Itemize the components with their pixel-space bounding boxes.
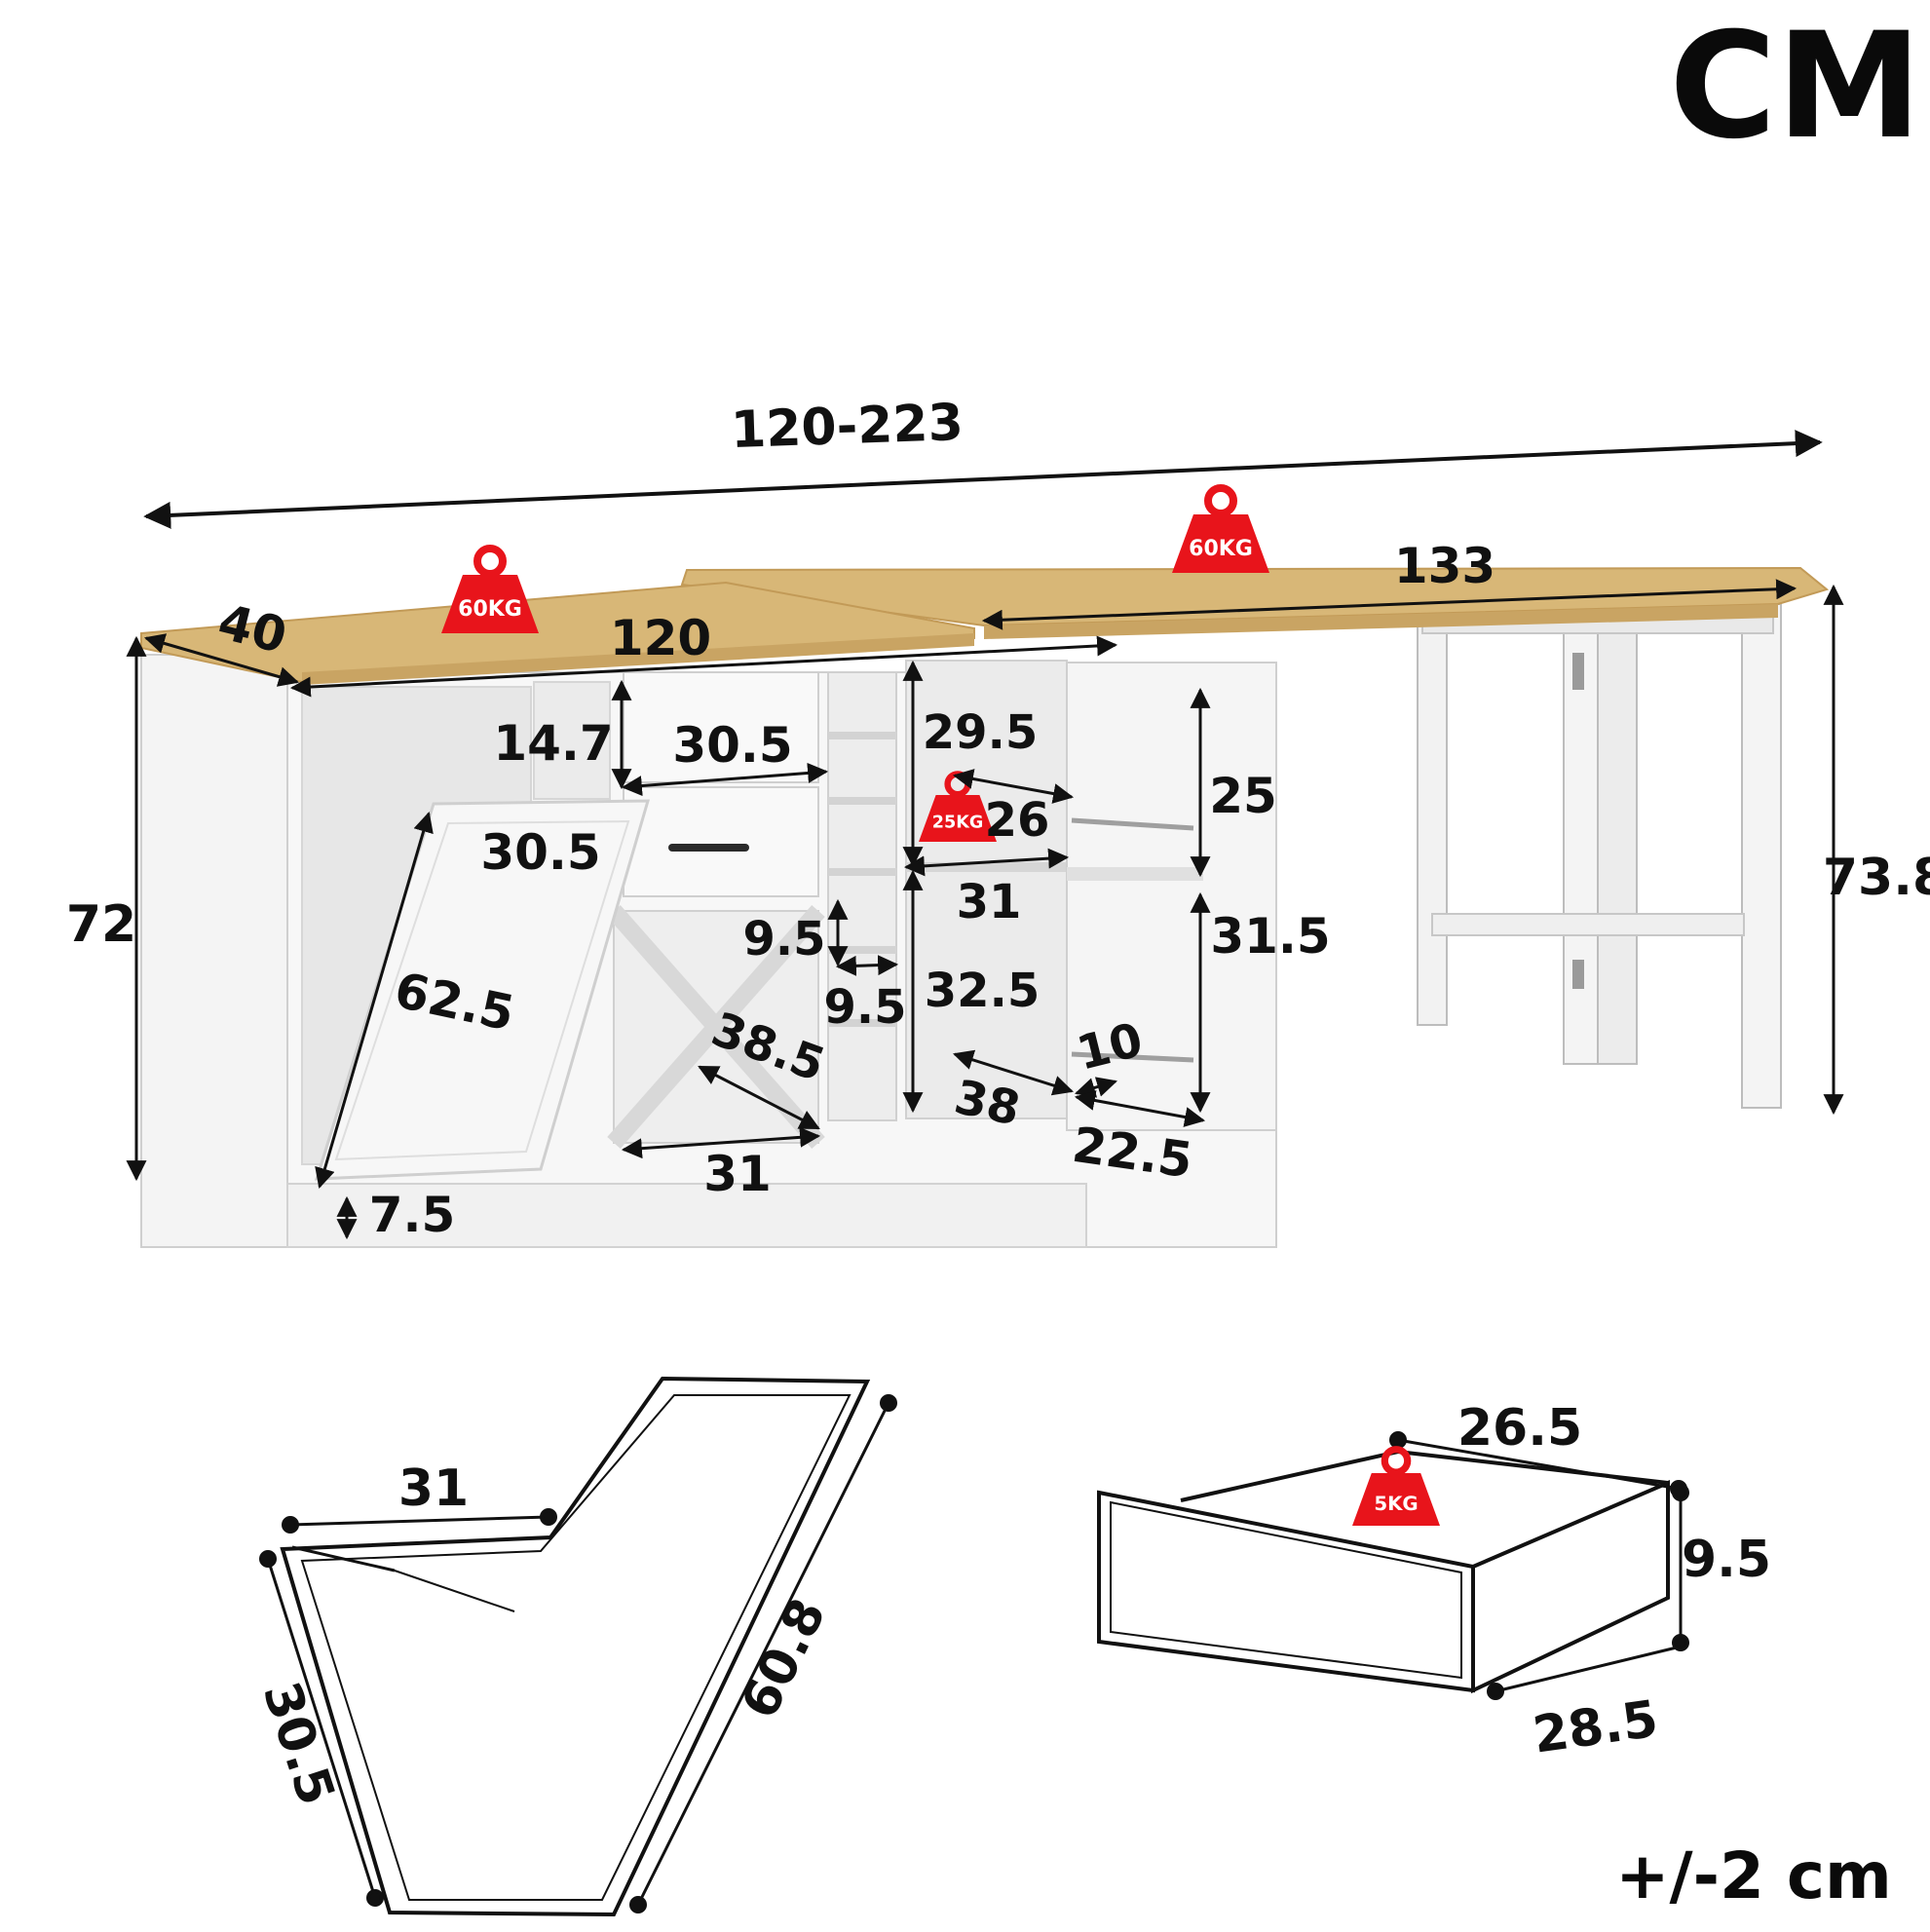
- label-top-cubby: 14.7: [493, 715, 613, 772]
- tolerance-note: +/-2 cm: [1615, 1838, 1892, 1913]
- label-drawer-width: 30.5: [672, 717, 792, 774]
- dim-dot: [1487, 1683, 1504, 1700]
- bin-brace: [394, 1570, 515, 1612]
- bin-rod: [291, 1545, 396, 1572]
- label-bin-side: 30.5: [251, 1675, 346, 1812]
- cabinet-side-left: [140, 654, 288, 1248]
- dim-dot: [1389, 1431, 1407, 1449]
- label-bottom-depth: 38: [950, 1070, 1025, 1137]
- dim-line-drawer-width: [621, 762, 829, 797]
- desk-front-leg-right: [1741, 603, 1782, 1109]
- weight-label: 5KG: [1374, 1493, 1418, 1515]
- drawer-detail: [1097, 1431, 1689, 1700]
- drawer-front-inner: [1110, 1500, 1462, 1680]
- overall-length-label: 120-223: [730, 394, 965, 460]
- rack-column: [827, 671, 897, 1121]
- label-cabinet-length: 120: [610, 610, 711, 666]
- dim-line-shelf-width: [903, 848, 1070, 877]
- unit-title: CM: [1669, 2, 1921, 171]
- label-rack-height: 9.5: [742, 912, 825, 966]
- dim-line-shelf-depth: [952, 769, 1075, 804]
- top-cubby: [533, 681, 611, 800]
- dim-line-drawer-length: [1397, 1438, 1680, 1491]
- label-upper-shelf: 29.5: [923, 705, 1038, 760]
- label-plinth: 7.5: [369, 1187, 456, 1243]
- dim-dot: [282, 1516, 299, 1534]
- label-drawer-box-depth: 28.5: [1530, 1690, 1661, 1765]
- weight-badge-cabinet-top: 60KG: [441, 549, 539, 633]
- bin-inner-outline: [300, 1394, 851, 1901]
- wine-rack-cross-b: [607, 905, 825, 1149]
- dim-line-flip-door-height: [315, 811, 434, 1190]
- dim-line-door-width: [1074, 1090, 1206, 1127]
- dim-line-cabinet-length: [289, 635, 1118, 698]
- dim-line-drawer-depth: [1495, 1645, 1682, 1693]
- weight-badge-desk-top: 60KG: [1172, 488, 1269, 573]
- drawer-side-panel: [1471, 1479, 1670, 1694]
- bin-detail: [259, 1376, 897, 1917]
- weight-label: 25KG: [932, 814, 984, 833]
- label-cabinet-height: 72: [66, 895, 136, 954]
- dim-dot: [629, 1896, 647, 1913]
- dim-line-wine-width: [621, 1126, 821, 1159]
- label-bin-top: 31: [398, 1459, 469, 1518]
- dim-dot: [259, 1550, 277, 1568]
- desk-hinge-icon-lower: [1572, 960, 1584, 989]
- weight-badge-drawer: 5KG: [1352, 1450, 1440, 1526]
- label-shelf-depth: 26: [985, 793, 1050, 848]
- desk-back-leg-left: [1417, 615, 1448, 1026]
- drawer-lower: [623, 786, 819, 897]
- dim-dot: [1672, 1484, 1689, 1501]
- label-lower-shelf: 32.5: [925, 964, 1040, 1018]
- dim-line-wine-diagonal: [698, 1065, 820, 1130]
- label-drawer-box-height: 9.5: [1682, 1531, 1771, 1589]
- weight-label: 60KG: [1189, 537, 1253, 561]
- label-bin-height: 60.8: [731, 1590, 838, 1728]
- dim-line-bin-side: [266, 1558, 377, 1899]
- dim-dot: [366, 1889, 384, 1907]
- desk-crossbar: [1431, 913, 1745, 936]
- dim-line-desk-length: [981, 579, 1798, 630]
- dim-line-cabinet-depth: [143, 633, 300, 687]
- dimension-lines: [126, 579, 1844, 1240]
- cabinet-plinth: [286, 1183, 1087, 1248]
- label-door-shelf-lower: 31.5: [1210, 908, 1330, 965]
- label-flip-door-width: 30.5: [480, 824, 600, 881]
- label-rack-width: 9.5: [823, 980, 906, 1035]
- desk-hinge-panel: [1597, 615, 1638, 1065]
- door-rail-lower: [1071, 1051, 1194, 1063]
- cabinet-door: [1066, 662, 1277, 1131]
- door-rail-upper: [1071, 817, 1194, 831]
- dim-line-bottom-depth: [952, 1049, 1075, 1096]
- label-door-shelf-upper: 25: [1209, 768, 1277, 824]
- label-drawer-box-length: 26.5: [1457, 1399, 1582, 1458]
- dim-dot: [880, 1394, 897, 1412]
- dim-line-rack-width: [835, 955, 899, 976]
- label-wine-width: 31: [703, 1146, 772, 1202]
- desk-hinge-icon: [1572, 653, 1584, 690]
- shelf-compartment: [905, 660, 1068, 1119]
- label-desk-length: 133: [1394, 538, 1495, 594]
- label-shelf-width: 31: [957, 875, 1022, 929]
- label-desk-height: 73.8: [1823, 849, 1930, 907]
- door-shelf-upper: [1067, 867, 1203, 881]
- dim-line-bin-height: [636, 1402, 890, 1906]
- dim-dot: [540, 1508, 557, 1526]
- weight-label: 60KG: [458, 597, 522, 622]
- overall-length-arrow: [143, 430, 1823, 529]
- bin-outline: [280, 1376, 871, 1917]
- weight-badge-shelf: 25KG: [919, 774, 997, 842]
- dim-line-bin-top: [289, 1515, 549, 1527]
